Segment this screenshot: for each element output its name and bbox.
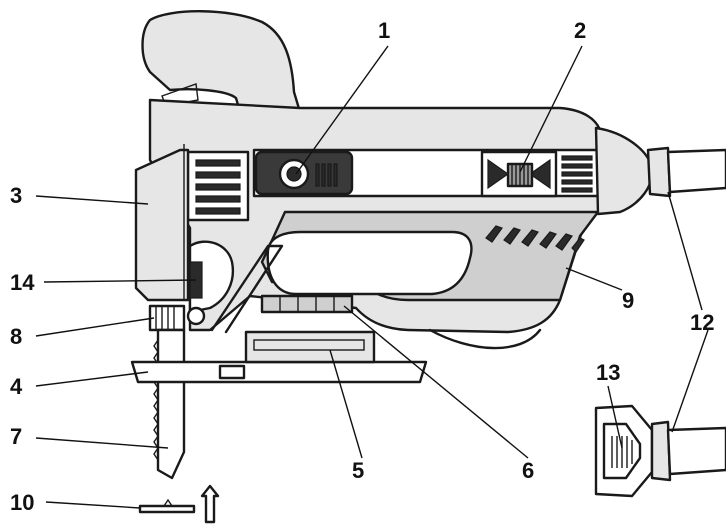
callout-14: 14 [10, 270, 35, 295]
leader-5 [329, 349, 363, 459]
power-cable [666, 148, 726, 194]
cable-sleeve [646, 146, 672, 198]
leader-6 [343, 305, 529, 459]
leader-10 [45, 501, 141, 509]
callout-12: 12 [690, 310, 714, 335]
on-off-switch [254, 150, 354, 196]
pendulum-adjuster [148, 304, 186, 332]
rear-vents [561, 155, 593, 193]
leader-2 [519, 45, 583, 173]
saw-blade [156, 328, 186, 480]
rear-strut [428, 328, 542, 350]
jigsaw-illustration [130, 10, 726, 524]
leader-12a [667, 191, 703, 311]
callout-13: 13 [596, 360, 620, 385]
leader-4 [35, 371, 149, 387]
top-handle [141, 10, 302, 114]
allen-key [138, 504, 196, 514]
callout-7: 7 [10, 424, 22, 449]
allen-key-bend [163, 498, 173, 507]
roller-guide [260, 294, 354, 314]
plug-detail-inset [594, 404, 726, 498]
rear-cap [594, 126, 654, 216]
callout-1: 1 [378, 18, 390, 43]
leader-12b [671, 329, 709, 433]
leader-8 [35, 317, 155, 337]
callout-numbers: 1 2 3 4 5 6 7 8 9 10 12 13 14 [10, 18, 714, 515]
base-mount [244, 330, 376, 364]
blade-guard [134, 148, 190, 302]
leader-9 [565, 267, 623, 291]
leader-14 [43, 279, 197, 283]
plug-grip-ribs [611, 436, 633, 468]
plug-cable [666, 426, 726, 476]
callout-6: 6 [522, 458, 534, 483]
plug-collar [650, 420, 672, 482]
front-strut [210, 244, 284, 334]
leader-7 [35, 437, 169, 449]
callout-4: 4 [10, 374, 23, 399]
base-plate [130, 360, 428, 384]
front-vents [186, 150, 250, 222]
saw-blade-teeth [153, 339, 159, 461]
callout-2: 2 [574, 18, 586, 43]
callout-9: 9 [622, 288, 634, 313]
side-vent-slots [485, 225, 585, 253]
callout-3: 3 [10, 183, 22, 208]
leader-1 [295, 45, 389, 175]
speed-control-wheel [480, 150, 558, 198]
leader-13 [607, 385, 623, 449]
callout-5: 5 [352, 458, 364, 483]
insert-arrow-icon [200, 484, 220, 524]
leader-lines [35, 45, 709, 509]
leader-3 [35, 195, 149, 205]
callout-8: 8 [10, 324, 22, 349]
side-panel-window [266, 230, 473, 296]
callout-10: 10 [10, 490, 34, 515]
